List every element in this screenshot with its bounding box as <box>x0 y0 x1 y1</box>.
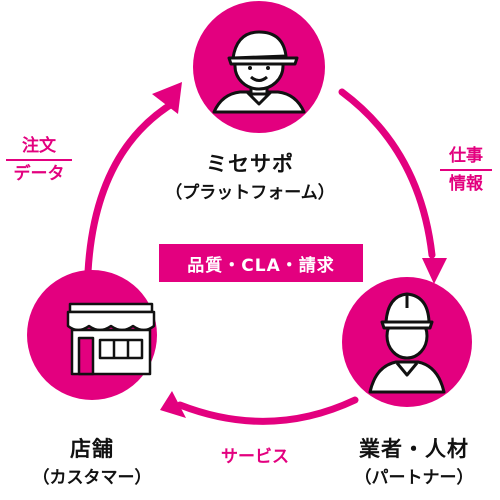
arrowheads <box>152 82 447 418</box>
store-title: 店舗 <box>70 437 114 461</box>
store-subtitle: （カスタマー） <box>32 468 152 488</box>
delivery-person-icon <box>212 30 306 114</box>
flow-right-divider <box>440 169 492 171</box>
flow-left-line1: 注文 <box>22 136 56 156</box>
arrowhead-up <box>152 82 182 114</box>
flow-left-line2: データ <box>13 164 65 184</box>
flow-label-order-data: 注文 データ <box>6 135 72 185</box>
flow-right-line2: 情報 <box>449 174 483 194</box>
arrow-platform-to-partner <box>338 88 436 259</box>
partner-subtitle: （パートナー） <box>354 468 474 488</box>
cycle-arrows <box>84 88 436 425</box>
platform-subtitle: （プラットフォーム） <box>165 183 335 203</box>
platform-title: ミセサポ <box>206 152 294 176</box>
flow-right-line1: 仕事 <box>449 146 483 166</box>
arrowhead-down <box>422 258 447 284</box>
quality-badge: 品質・CLA・請求 <box>159 244 363 282</box>
arrow-store-to-platform <box>84 98 179 276</box>
arrowhead-left <box>160 391 186 418</box>
storefront-icon <box>66 302 156 376</box>
flow-left-divider <box>6 159 72 161</box>
flow-label-job-info: 仕事 情報 <box>440 145 492 195</box>
flow-label-service: サービス <box>221 447 289 467</box>
arrow-partner-to-store <box>176 396 359 425</box>
worker-helmet-icon <box>368 292 446 394</box>
partner-title: 業者・人材 <box>359 437 469 461</box>
